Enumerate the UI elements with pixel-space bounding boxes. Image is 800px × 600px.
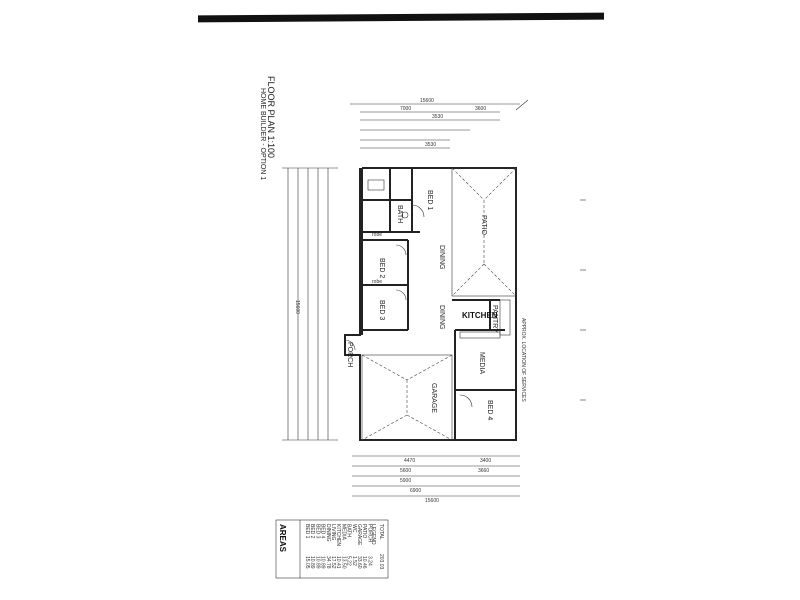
area-row-name: PATIO [361,524,367,538]
dim-top-b: 3600 [475,106,486,112]
room-bath: BATH [396,205,403,223]
room-media: MEDIA [478,352,485,375]
area-row-value: 5.22 [346,556,352,566]
area-row-name: KITCHEN [335,524,341,546]
room-bed2: BED 2 [378,258,385,278]
area-row-name: LIVING [330,524,336,541]
areas-total-label: TOTAL [378,524,384,540]
dim-bottom-b: 5900 [400,478,411,484]
dim-bottom-total: 15600 [425,498,439,504]
right-ticks [515,99,586,401]
interior-walls [362,168,516,440]
areas-total-value: 203.03 [378,554,384,570]
room-patio: PATIO [480,215,487,236]
room-robe-2: robe [372,232,382,238]
dim-top-a: 7000 [400,106,411,112]
room-dining-2: DINING [438,305,445,330]
bottom-dimensions: 4470 3400 5600 3660 5900 6900 15600 [352,455,520,504]
dim-bottom-d: 3400 [480,458,491,464]
dim-bottom-c: 4470 [404,458,415,464]
patio-roof [451,167,517,297]
area-row-value: 3.24 [366,556,372,566]
dim-bottom-f: 5600 [400,468,411,474]
area-row-name: BATH [346,524,352,537]
side-dimensions: 15600 [282,167,338,441]
garage-roof [361,354,453,441]
dim-side-total: 15600 [294,300,300,314]
dim-top-total: 15600 [420,98,434,104]
area-row-value: 10.46 [361,556,367,569]
room-bed3: BED 3 [378,300,385,320]
top-dimensions: 15600 7000 3600 3530 3530 [350,98,520,149]
room-garage: GARAGE [430,383,437,413]
area-row-name: BED 4 [320,524,326,539]
area-row-name: MEDIA [340,524,346,541]
area-row-name: DINING [325,524,331,542]
area-row-value: 13.50 [340,556,346,569]
area-row-name: BED 1 [304,524,310,539]
area-row-name: BED 3 [314,524,320,539]
dim-top-d: 3530 [425,142,436,148]
areas-heading: AREAS [278,524,287,553]
area-row-value: 10.41 [335,556,341,569]
doors [344,204,473,408]
room-porch: PORCH [346,342,353,367]
room-pantry: PANTRY [491,305,498,333]
room-robe-1: robe [372,279,382,285]
services-note: APPROX. LOCATION OF SERVICES [520,318,526,402]
room-bed4: BED 4 [486,400,493,420]
areas-legend: LEGEND [370,524,376,545]
dim-bottom-e: 3660 [478,468,489,474]
area-row-value: 10.89 [314,556,320,569]
room-dining-1: DINING [438,245,445,270]
area-row-name: PORCH [366,524,372,542]
kitchen-fixtures [367,179,511,339]
area-row-value: 10.89 [309,556,315,569]
area-row-value: 15.05 [304,556,310,569]
area-row-name: WC [351,524,357,533]
areas-table: AREAS BED 1 15.05 BED 2 10.89 BED 3 10.89 BED … [275,519,389,579]
area-row-value: 17.52 [330,556,336,569]
area-row-value: 34.78 [325,556,331,569]
area-row-name: BED 2 [309,524,315,539]
dim-top-c: 3530 [432,114,443,120]
area-row-value: 10.89 [320,556,326,569]
room-bed1: BED 1 [426,190,433,210]
area-row-name: GARAGE [356,524,362,546]
room-kitchen: KITCHEN [462,311,498,320]
area-row-value: 33.60 [356,556,362,569]
area-row-value: 1.52 [351,556,357,566]
dim-bottom-a: 6900 [410,488,421,494]
